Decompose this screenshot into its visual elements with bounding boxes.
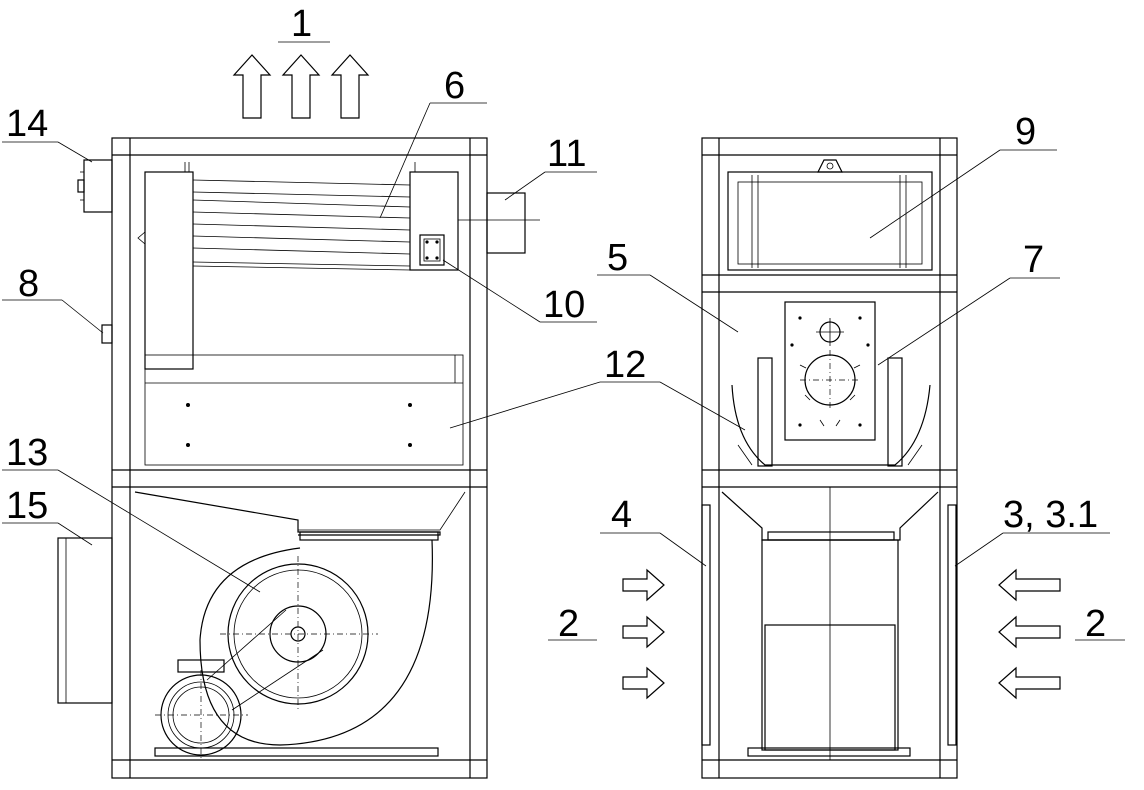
label-7: 7 bbox=[1023, 239, 1044, 281]
label-6: 6 bbox=[444, 65, 465, 107]
right-unit bbox=[701, 137, 958, 779]
left-arrow-icon bbox=[998, 666, 1061, 700]
label-11: 11 bbox=[547, 133, 586, 175]
label-2-right: 2 bbox=[1085, 603, 1106, 645]
left-arrow-icon bbox=[998, 615, 1061, 649]
up-arrow-icon bbox=[330, 54, 370, 119]
filter-12-box bbox=[144, 354, 464, 466]
leader-lines bbox=[2, 41, 1125, 641]
heater-left-block bbox=[144, 171, 194, 370]
heater-face-7 bbox=[784, 301, 876, 441]
label-2-left: 2 bbox=[558, 603, 579, 645]
plate-10 bbox=[419, 234, 445, 266]
lifting-eye bbox=[817, 159, 843, 173]
fan-scroll bbox=[199, 539, 433, 746]
filter-4 bbox=[701, 504, 711, 746]
label-5: 5 bbox=[607, 237, 628, 279]
label-15: 15 bbox=[6, 485, 48, 527]
label-4: 4 bbox=[611, 494, 632, 536]
up-arrow-icon bbox=[232, 54, 272, 119]
right-arrow-icon bbox=[622, 666, 665, 700]
inlet-15 bbox=[57, 537, 113, 704]
up-arrow-icon bbox=[281, 54, 321, 119]
label-3-3-1: 3, 3.1 bbox=[1003, 494, 1098, 536]
label-13: 13 bbox=[6, 432, 48, 474]
right-arrow-icon bbox=[622, 568, 665, 602]
connector-11 bbox=[486, 192, 526, 254]
label-8: 8 bbox=[18, 263, 39, 305]
left-outer-frame bbox=[111, 137, 488, 779]
label-12: 12 bbox=[604, 344, 646, 386]
base-plate bbox=[154, 747, 439, 757]
heater-base-curve bbox=[731, 384, 931, 466]
label-10: 10 bbox=[543, 284, 585, 326]
heater-right-block bbox=[409, 171, 459, 271]
filter-9 bbox=[727, 171, 933, 271]
fan-outlet bbox=[134, 491, 441, 536]
right-arrow-icon bbox=[622, 615, 665, 649]
label-9: 9 bbox=[1015, 111, 1036, 153]
label-14: 14 bbox=[6, 103, 48, 145]
label-1: 1 bbox=[291, 3, 312, 45]
left-arrow-icon bbox=[998, 568, 1061, 602]
right-outer-frame bbox=[701, 137, 958, 779]
port-14 bbox=[83, 159, 113, 213]
filter-3 bbox=[947, 504, 957, 746]
left-unit bbox=[57, 137, 540, 779]
left-inner-frame bbox=[129, 154, 471, 761]
port-8 bbox=[101, 324, 113, 344]
